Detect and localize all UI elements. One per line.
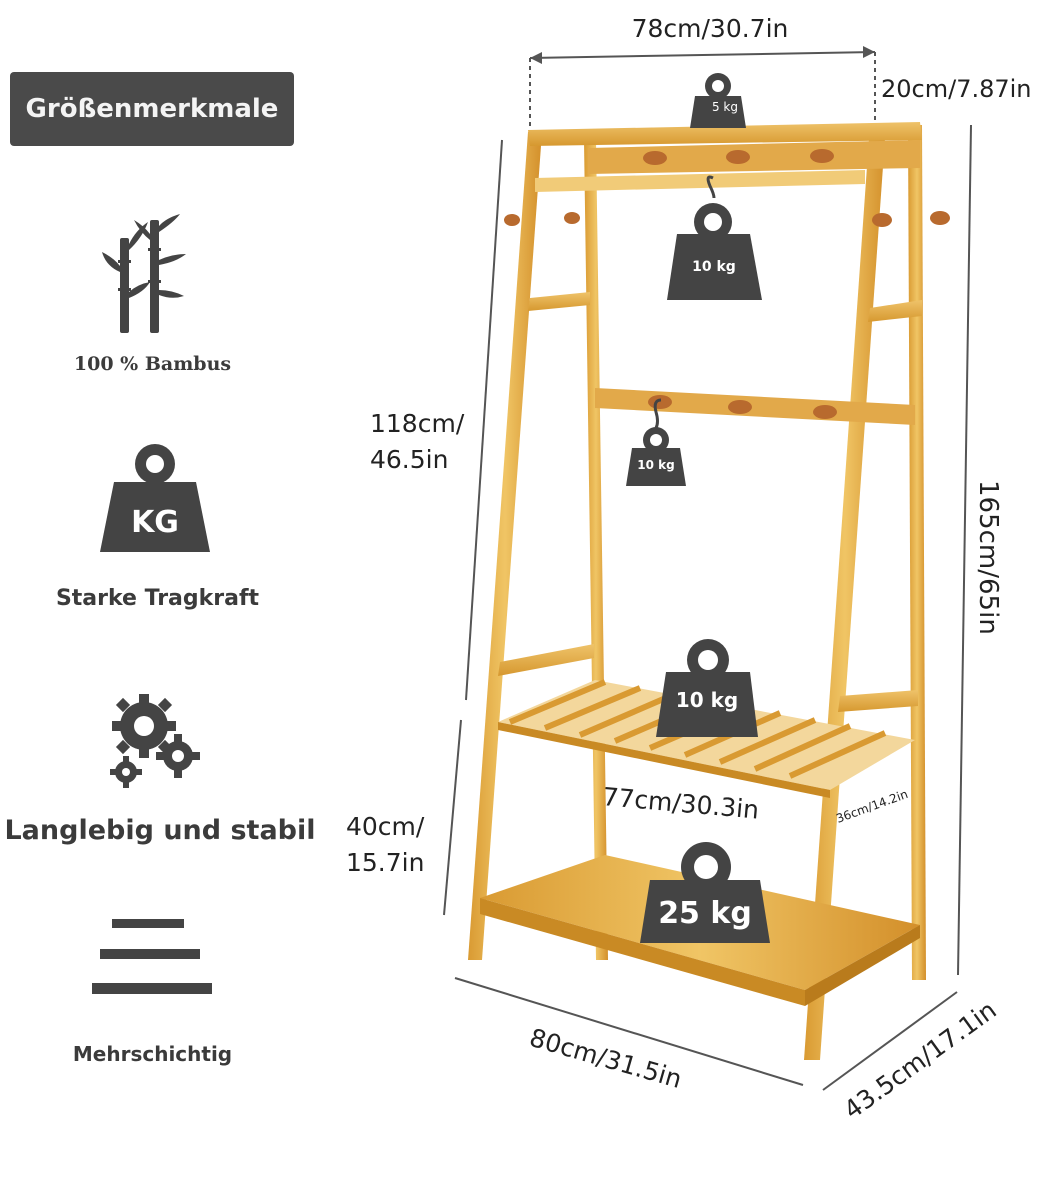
feature-label-durable: Langlebig und stabil [4, 815, 316, 846]
gears-icon [110, 694, 200, 788]
dim-base-width: 80cm/31.5in [526, 1023, 685, 1094]
load-hooks-label: 10 kg [637, 458, 674, 472]
dim-top-depth: 20cm/7.87in [881, 75, 1032, 103]
dim-upper-height-line2: 46.5in [370, 445, 448, 474]
dim-shelf-width: 77cm/30.3in [601, 782, 760, 825]
dim-lower-height-line1: 40cm/ [346, 812, 425, 841]
layers-icon [92, 919, 212, 994]
dim-total-height: 165cm/65in [973, 480, 1003, 635]
clothes-rack-illustration: 5 kg 10 kg 10 kg 10 kg 25 kg 78cm/30.7in… [346, 14, 1032, 1125]
load-bottom-label: 25 kg [658, 896, 752, 931]
load-top-label: 5 kg [712, 100, 738, 114]
load-shelf-label: 10 kg [676, 688, 738, 712]
kg-weight-icon: KG [100, 444, 210, 552]
feature-label-bamboo: 100 % Bambus [73, 353, 232, 375]
dim-shelf-depth: 36cm/14.2in [834, 787, 910, 826]
feature-label-capacity: Starke Tragkraft [55, 586, 260, 611]
dim-top-width: 78cm/30.7in [632, 14, 789, 43]
bamboo-icon [102, 214, 186, 333]
feature-label-layers: Mehrschichtig [72, 1042, 233, 1066]
load-rail-label: 10 kg [692, 259, 736, 275]
title-badge: Größenmerkmale [10, 72, 294, 146]
kg-icon-text: KG [131, 505, 179, 540]
bottom-margin [0, 1125, 1045, 1200]
dim-upper-height-line1: 118cm/ [370, 409, 465, 438]
dim-lower-height-line2: 15.7in [346, 848, 424, 877]
